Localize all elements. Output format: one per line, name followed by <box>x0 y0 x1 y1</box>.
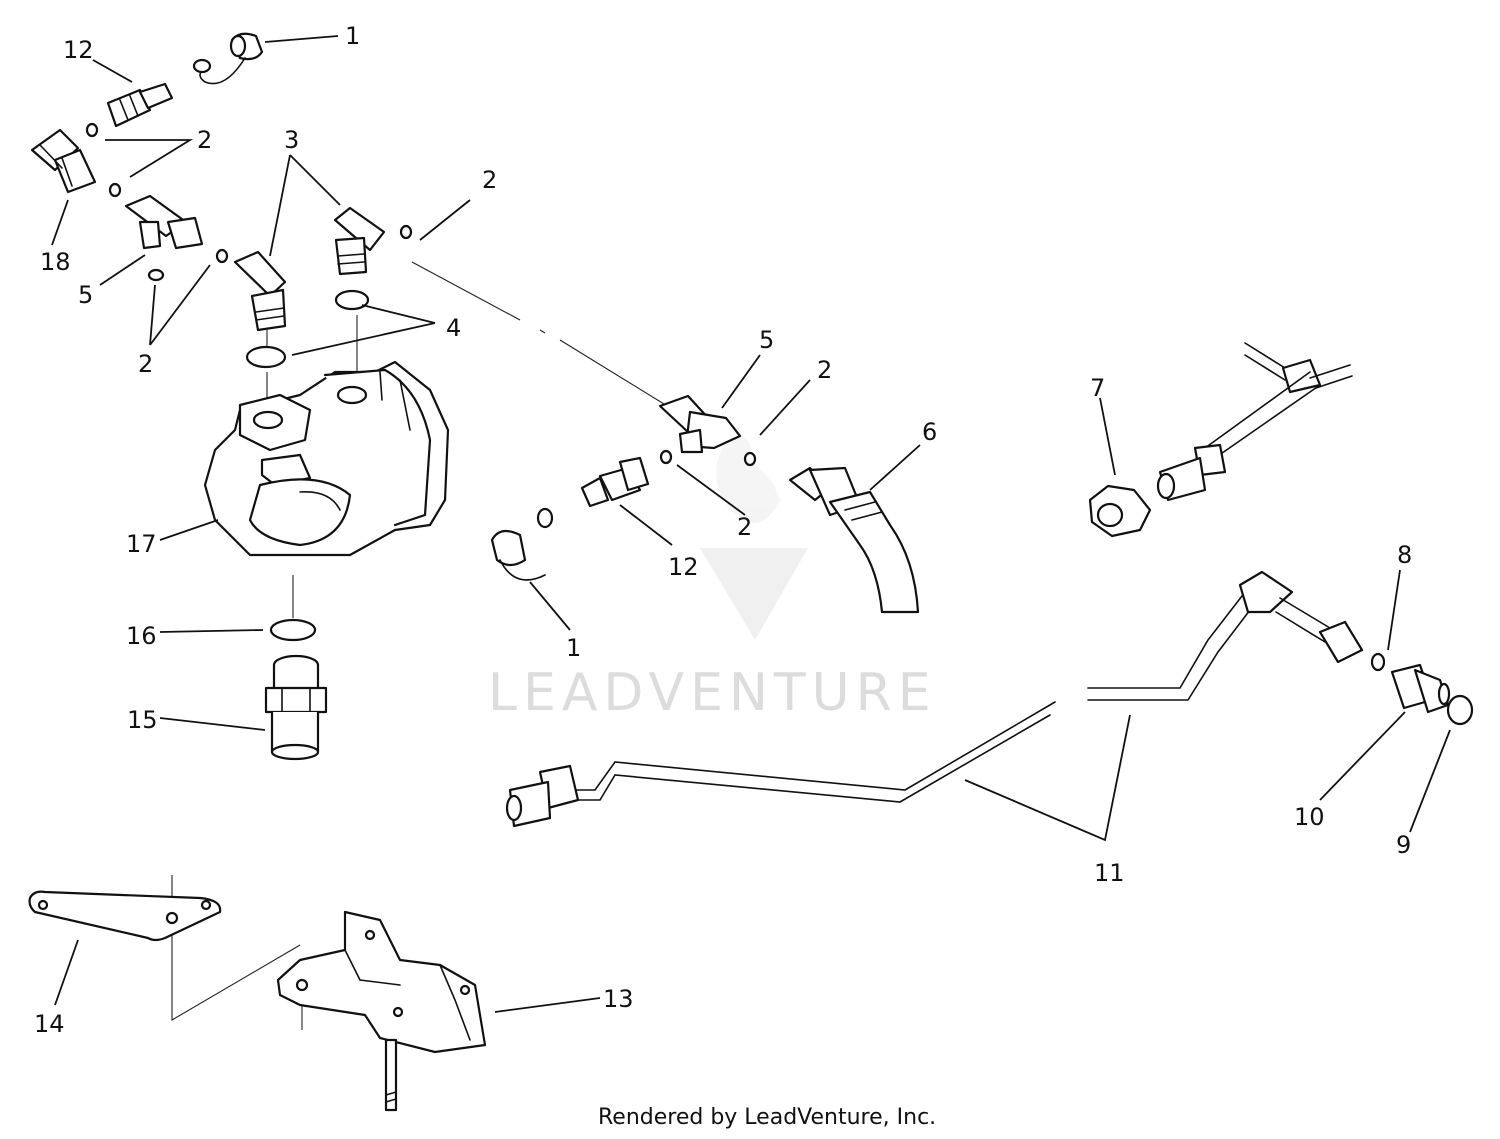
tee-5-center <box>658 394 742 454</box>
o-ring-4-b <box>245 345 287 369</box>
o-ring-4-a <box>334 289 370 311</box>
callout-2-e: 2 <box>737 513 752 541</box>
callout-10: 10 <box>1294 803 1325 831</box>
callout-5-center: 5 <box>759 326 774 354</box>
dust-cap-1-top <box>192 32 264 85</box>
callout-6: 6 <box>922 418 937 446</box>
o-ring-2-b <box>108 182 122 198</box>
callout-9: 9 <box>1396 831 1411 859</box>
bracket-14 <box>28 890 222 942</box>
o-ring-16 <box>269 618 317 642</box>
callout-2-a: 2 <box>197 126 212 154</box>
adapter-10 <box>1390 663 1451 714</box>
swivel-union-12-center <box>580 456 650 508</box>
callout-13: 13 <box>603 985 634 1013</box>
callout-3: 3 <box>284 126 299 154</box>
hose-6 <box>788 466 920 614</box>
tube-11 <box>505 570 1364 828</box>
callout-12-top: 12 <box>63 36 94 64</box>
callout-16: 16 <box>126 622 157 650</box>
watermark-text: LEADVENTURE <box>488 663 937 723</box>
leader-lines <box>51 35 1451 1013</box>
callout-11: 11 <box>1094 859 1125 887</box>
o-ring-2-a <box>85 122 99 138</box>
o-ring-2-c <box>147 268 165 282</box>
callout-4: 4 <box>446 314 461 342</box>
callout-2-b: 2 <box>482 166 497 194</box>
elbow-18 <box>30 128 97 194</box>
tube-assembly-upper-right <box>1156 342 1353 502</box>
callout-17: 17 <box>126 530 157 558</box>
render-credit: Rendered by LeadVenture, Inc. <box>598 1105 936 1130</box>
swivel-union-12-top <box>106 82 174 128</box>
elbow-3-right <box>333 206 386 276</box>
callout-1-top: 1 <box>345 22 360 50</box>
dust-cap-1-center <box>490 507 554 581</box>
o-ring-2-d <box>215 248 229 264</box>
o-ring-9 <box>1446 694 1474 726</box>
o-ring-8 <box>1370 652 1386 672</box>
callout-5-left: 5 <box>78 281 93 309</box>
callout-7: 7 <box>1090 374 1105 402</box>
callout-12-center: 12 <box>668 553 699 581</box>
callout-2-d: 2 <box>817 356 832 384</box>
straight-fitting-15 <box>264 654 328 761</box>
callout-1-center: 1 <box>566 634 581 662</box>
bracket-13 <box>276 910 487 1112</box>
callout-18: 18 <box>40 248 71 276</box>
callout-8: 8 <box>1397 541 1412 569</box>
elbow-3-left <box>233 250 287 332</box>
o-ring-2-g <box>743 451 757 467</box>
callout-15: 15 <box>127 706 158 734</box>
hydraulic-pump-17 <box>203 360 450 557</box>
callout-2-c: 2 <box>138 350 153 378</box>
nut-7 <box>1088 484 1152 538</box>
o-ring-2-f <box>659 449 673 465</box>
tee-5-left <box>124 194 204 250</box>
callout-14: 14 <box>34 1010 65 1038</box>
callout-labels: 1 1 2 2 2 2 2 3 4 5 5 6 7 8 9 10 11 12 1… <box>34 22 1412 1038</box>
watermark-logo <box>700 430 808 640</box>
o-ring-2-e <box>399 224 413 240</box>
